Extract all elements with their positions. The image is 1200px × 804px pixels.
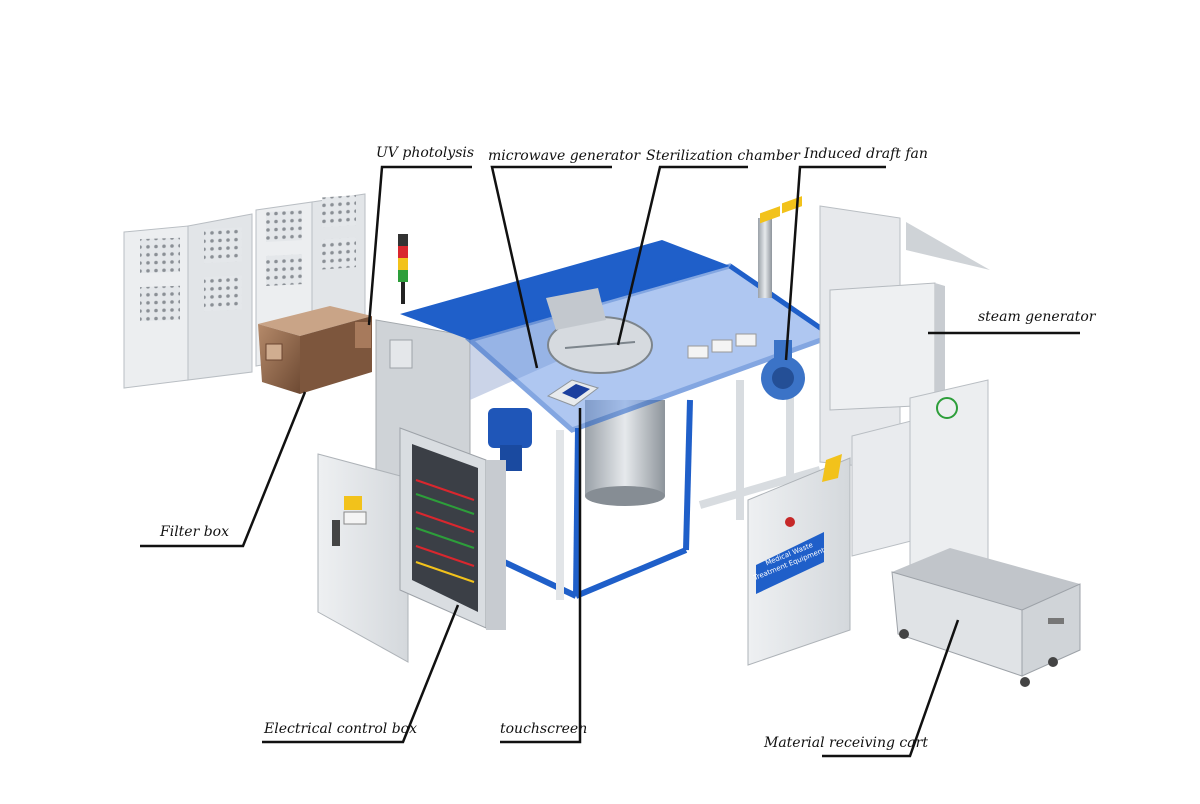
receiving-cart (891, 548, 1081, 687)
label-microwave-generator: microwave generator (488, 148, 641, 164)
steam-generator-panels (819, 205, 990, 471)
touchscreen-panel (546, 379, 600, 407)
blue-frame (498, 399, 693, 600)
label-material-receiving-cart: Material receiving cart (764, 735, 928, 751)
label-sterilization-chamber: Sterilization chamber (646, 148, 800, 164)
label-uv-photolysis: UV photolysis (376, 145, 475, 161)
leader-induced-draft-fan (784, 165, 886, 361)
filter-box-unit (258, 306, 372, 394)
leader-material-receiving-cart (822, 619, 960, 758)
leader-uv-photolysis (367, 165, 472, 326)
left-cabinet-door (317, 453, 409, 663)
draft-fan-unit (761, 340, 805, 400)
electrical-control-box-unit (399, 427, 506, 630)
front-door-panel: Medical Waste Treatment Equipment (747, 196, 851, 666)
label-filter-box: Filter box (160, 524, 230, 540)
label-induced-draft-fan: Induced draft fan (804, 146, 928, 162)
label-touchscreen: touchscreen (500, 721, 588, 737)
leader-lines (140, 165, 1080, 758)
leader-sterilization-chamber (616, 165, 748, 346)
signal-tower-light (398, 234, 408, 304)
chamber-lid (546, 288, 653, 374)
right-door-panels (851, 379, 989, 579)
leader-filter-box (140, 391, 307, 548)
leader-microwave-generator (490, 165, 612, 369)
exhaust-chimney (758, 218, 772, 298)
label-steam-generator: steam generator (978, 309, 1096, 325)
perforated-panel-left (123, 213, 253, 389)
leader-touchscreen (500, 408, 582, 744)
leader-electrical-control-box (262, 604, 460, 744)
label-electrical-control-box: Electrical control box (264, 721, 417, 737)
canopy-warning-labels (687, 333, 757, 359)
